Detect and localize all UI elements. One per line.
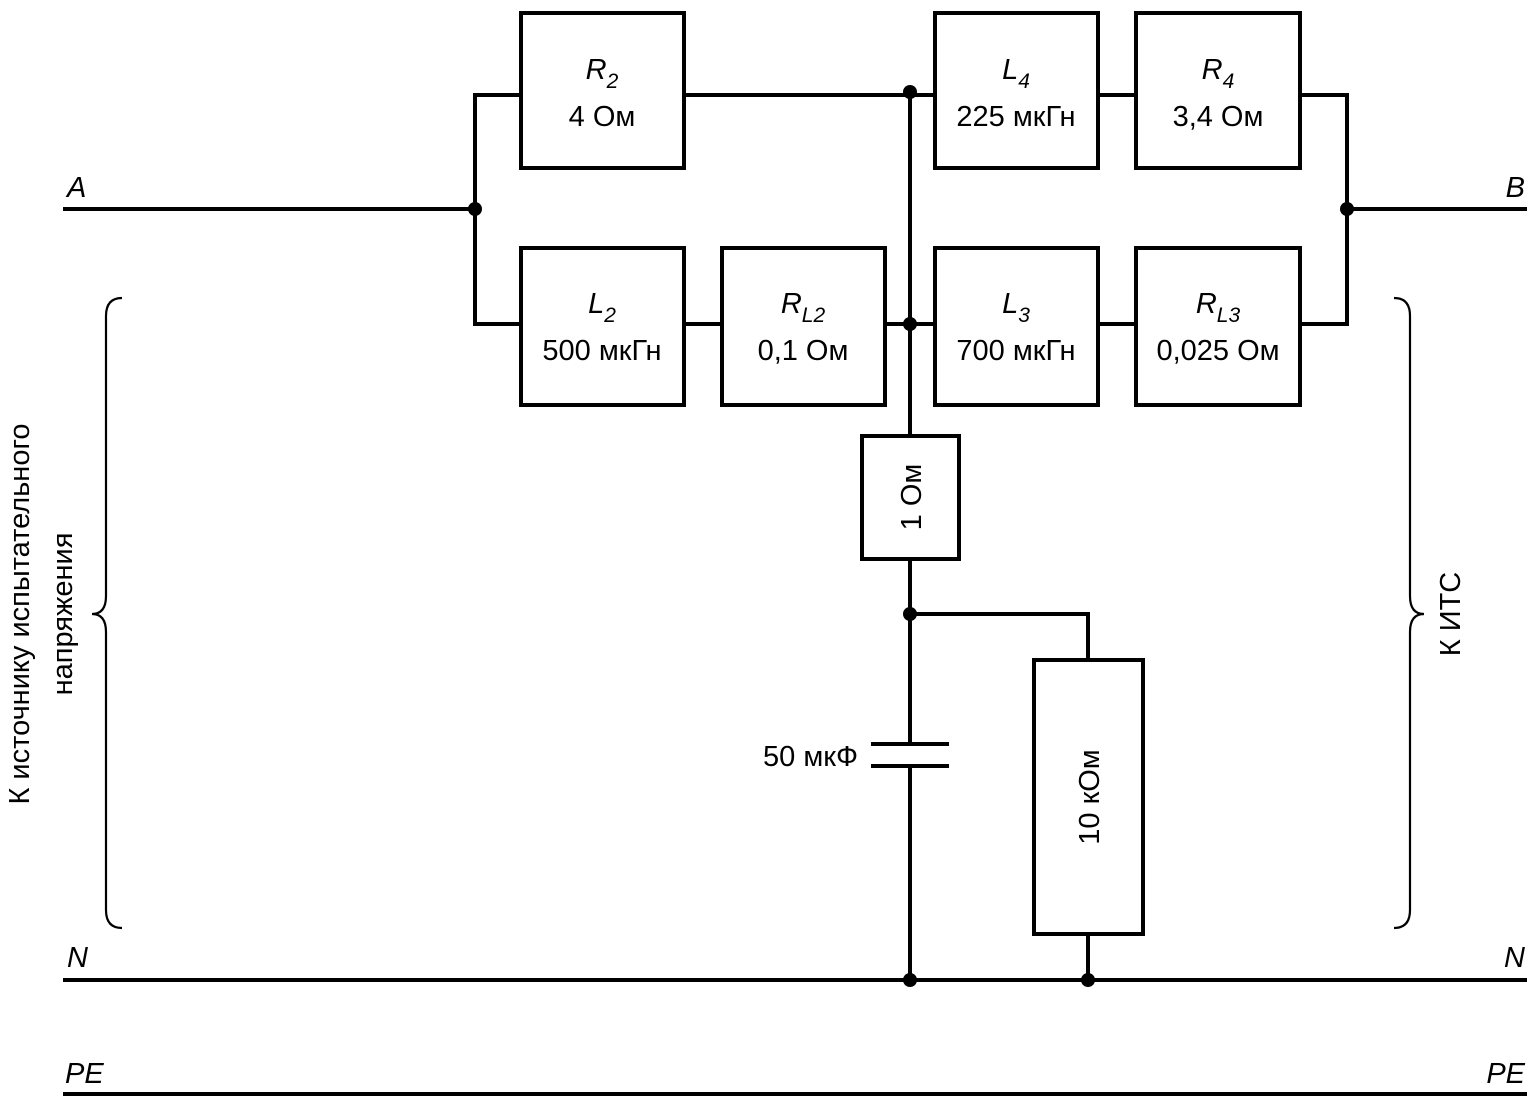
l2-symbol: L2 — [588, 288, 616, 327]
rl2-value: 0,1 Ом — [758, 335, 849, 367]
l4-symbol: L4 — [1002, 54, 1030, 93]
junction-node-center — [903, 317, 917, 331]
junction-node-n-cap — [903, 973, 917, 987]
inductor-l2: L2 500 мкГн — [519, 246, 686, 407]
right-brace — [1393, 296, 1425, 930]
junction-node-top-middle — [903, 85, 917, 99]
right-side-label: К ИТС — [1435, 572, 1467, 656]
junction-node-left — [468, 202, 482, 216]
r4-symbol: R4 — [1202, 54, 1235, 93]
r4-value: 3,4 Ом — [1173, 101, 1264, 133]
resistor-r4: R4 3,4 Ом — [1134, 11, 1302, 170]
terminal-n-right-label: N — [1504, 942, 1525, 974]
capacitor-50uf — [871, 742, 949, 768]
rl2-symbol: RL2 — [781, 288, 826, 327]
inductor-l4: L4 225 мкГн — [933, 11, 1100, 170]
resistor-1ohm: 1 Ом — [860, 434, 961, 561]
terminal-b-label: B — [1506, 172, 1525, 204]
terminal-n-left-label: N — [67, 942, 88, 974]
left-side-label-line1: К источнику испытательного — [4, 423, 36, 804]
junction-node-n-10k — [1081, 973, 1095, 987]
terminal-pe-right-label: PE — [1486, 1058, 1525, 1090]
resistor-r2: R2 4 Ом — [519, 11, 686, 170]
l2-value: 500 мкГн — [542, 335, 661, 367]
resistor-10kohm: 10 кОм — [1032, 658, 1145, 936]
l3-value: 700 мкГн — [956, 335, 1075, 367]
r2-value: 4 Ом — [569, 101, 636, 133]
r2-symbol: R2 — [586, 54, 619, 93]
resistor-rl3: RL3 0,025 Ом — [1134, 246, 1302, 407]
junction-nodes — [468, 85, 1354, 987]
left-side-label-line2: напряжения — [47, 533, 79, 696]
l4-value: 225 мкГн — [956, 101, 1075, 133]
junction-node-right — [1340, 202, 1354, 216]
rl3-symbol: RL3 — [1196, 288, 1241, 327]
left-brace — [91, 296, 123, 930]
terminal-a-label: A — [65, 172, 86, 204]
junction-node-cap-branch — [903, 607, 917, 621]
resistor-rl2: RL2 0,1 Ом — [720, 246, 887, 407]
l3-symbol: L3 — [1002, 288, 1030, 327]
capacitor-value: 50 мкФ — [763, 741, 858, 773]
inductor-l3: L3 700 мкГн — [933, 246, 1100, 407]
terminal-pe-left-label: PE — [65, 1058, 104, 1090]
rl3-value: 0,025 Ом — [1156, 335, 1279, 367]
wires — [63, 90, 1527, 1096]
resistor-1ohm-value: 1 Ом — [896, 464, 928, 531]
resistor-10kohm-value: 10 кОм — [1074, 749, 1106, 845]
